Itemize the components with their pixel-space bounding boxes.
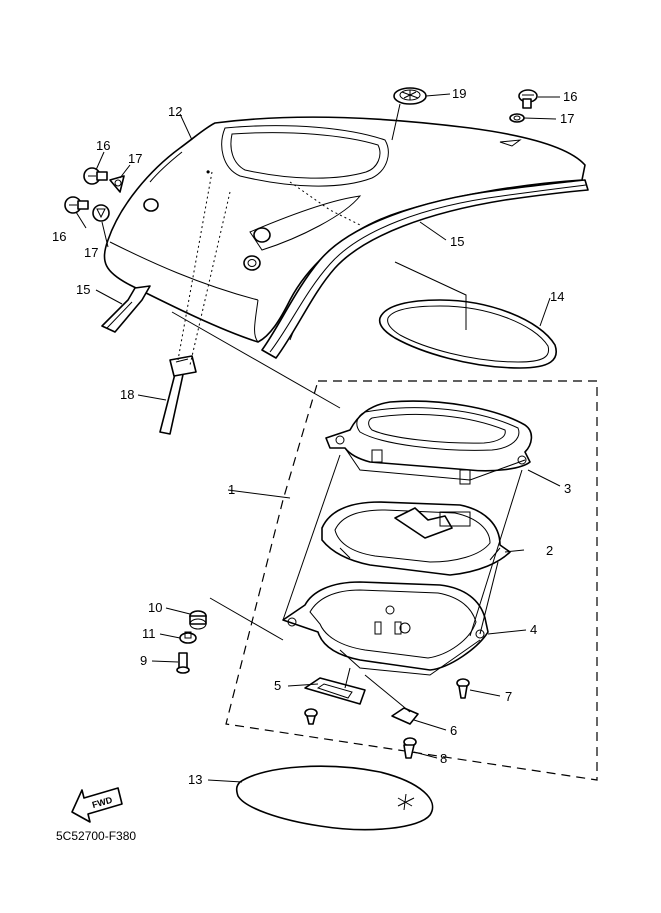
callout-15-right: 15 [450, 234, 464, 249]
callout-18: 18 [120, 387, 134, 402]
callout-5: 5 [274, 678, 281, 693]
cover-trim-part-15-upper [261, 179, 589, 359]
callout-17-lower-left: 17 [84, 245, 98, 260]
diagram-code: 5C52700-F380 [56, 829, 136, 843]
cover-trim-part-15-left [101, 285, 151, 333]
screw-part-7 [456, 678, 470, 699]
washer-part-17-lower-left [92, 204, 110, 222]
decal-part-13 [235, 765, 434, 831]
callout-14: 14 [550, 289, 564, 304]
callout-17-top: 17 [560, 111, 574, 126]
callout-10: 10 [148, 600, 162, 615]
screw-part-lower-left [304, 708, 318, 725]
washer-part-17-top [509, 113, 525, 123]
callout-2: 2 [546, 543, 553, 558]
callout-16-lower-left: 16 [52, 229, 66, 244]
bracket-part-5 [304, 677, 366, 705]
callout-9: 9 [140, 653, 147, 668]
callout-1: 1 [228, 482, 235, 497]
clip-part-6 [391, 707, 419, 725]
meter-lens-part-3 [325, 400, 533, 485]
callout-6: 6 [450, 723, 457, 738]
band-part-18 [159, 355, 197, 435]
seal-part-14 [378, 299, 557, 369]
callout-labels: 1 2 3 4 5 6 7 8 9 10 11 12 13 14 15 15 1… [52, 86, 577, 787]
screw-part-16-top [518, 89, 538, 109]
callout-7: 7 [505, 689, 512, 704]
meter-cover-part-12: • [103, 116, 586, 343]
callout-4: 4 [530, 622, 537, 637]
callout-8: 8 [440, 751, 447, 766]
callout-17-upper-left: 17 [128, 151, 142, 166]
callout-16-upper-left: 16 [96, 138, 110, 153]
screw-part-16-upper-left [83, 167, 108, 185]
screw-part-9 [176, 652, 190, 674]
screw-part-16-lower-left [64, 196, 89, 214]
callout-15-left: 15 [76, 282, 90, 297]
collar-part-11 [179, 631, 197, 644]
meter-case-part-4 [282, 581, 489, 676]
mold-mark-a: • [206, 165, 210, 179]
assembly-boundary [225, 380, 598, 781]
washer-part-17-upper-left [109, 175, 125, 193]
callout-16-top: 16 [563, 89, 577, 104]
callout-13: 13 [188, 772, 202, 787]
callout-11: 11 [142, 626, 156, 641]
fwd-arrow-icon: FWD [71, 787, 123, 823]
damper-part-10 [189, 610, 207, 630]
callout-12: 12 [168, 104, 182, 119]
callout-3: 3 [564, 481, 571, 496]
grommet-part-19 [393, 87, 427, 105]
meter-assembly-part-2 [321, 501, 511, 576]
screw-part-8 [403, 737, 417, 759]
callout-19: 19 [452, 86, 466, 101]
